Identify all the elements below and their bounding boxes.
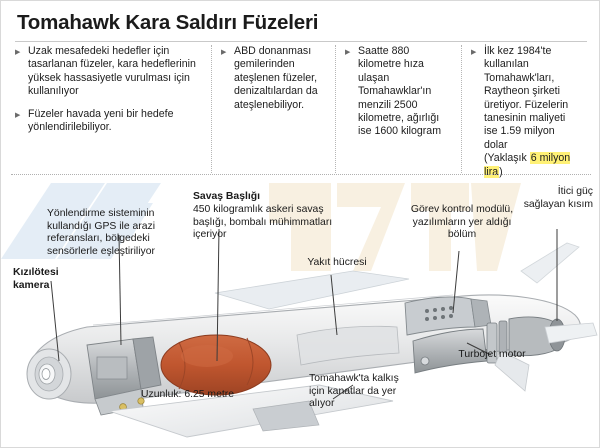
list-item: ▶ İlk kez 1984'te kullanılan Tomahawk'la… <box>471 45 581 179</box>
label-warhead-heading: Savaş Başlığı <box>193 191 261 202</box>
label-mission-control-module: Görev kontrol modülü, yazılımların yer a… <box>410 204 514 241</box>
fact-columns: ▶ Uzak mesafedeki hedefler için tasarlan… <box>15 45 589 178</box>
fact-text: Saatte 880 kilometre hıza ulaşan Tomahaw… <box>358 45 442 138</box>
label-turbojet-motor: Turbojet motor <box>458 349 526 360</box>
infrared-camera-assembly <box>26 348 72 400</box>
fact-column-purpose: ▶ Uzak mesafedeki hedefler için tasarlan… <box>15 45 211 173</box>
fact-text-main: İlk kez 1984'te kullanılan Tomahawk'ları… <box>484 45 569 151</box>
fact-text: ABD donanması gemilerinden ateşlenen füz… <box>234 45 318 111</box>
fact-column-history-cost: ▶ İlk kez 1984'te kullanılan Tomahawk'la… <box>461 45 589 178</box>
label-infrared-camera: Kızılötesi kamera <box>13 267 59 291</box>
bullet-icon: ▶ <box>15 111 21 119</box>
cost-note-suffix: ) <box>499 165 503 178</box>
bullet-icon: ▶ <box>345 49 351 56</box>
diagram-divider <box>11 174 591 175</box>
wing-far <box>214 270 410 310</box>
warhead <box>160 334 272 396</box>
list-item: ▶ Uzak mesafedeki hedefler için tasarlan… <box>15 45 203 99</box>
label-wings: Tomahawk'ta kalkış için kanatlar da yer … <box>309 373 399 410</box>
list-item: ▶ Saatte 880 kilometre hıza ulaşan Tomah… <box>345 45 453 139</box>
tail-fin-upper <box>520 242 580 284</box>
list-item: ▶ ABD donanması gemilerinden ateşlenen f… <box>221 45 327 112</box>
title-divider <box>15 41 587 42</box>
cost-note-prefix: (Yaklaşık <box>484 152 530 165</box>
fact-column-launch-platform: ▶ ABD donanması gemilerinden ateşlenen f… <box>211 45 335 173</box>
label-guidance-system: Yönlendirme sisteminin kullandığı GPS il… <box>47 208 156 257</box>
label-thruster: İtici güç sağlayan kısım <box>523 186 593 210</box>
fact-text: İlk kez 1984'te kullanılan Tomahawk'ları… <box>484 45 581 179</box>
bullet-icon: ▶ <box>15 49 21 56</box>
missile-diagram <box>1 175 599 447</box>
tail-fin-lower <box>494 350 530 392</box>
label-fuel-cell: Yakıt hücresi <box>307 257 367 268</box>
fuel-cell <box>296 325 400 366</box>
guidance-module <box>86 336 162 416</box>
tail-stabilizer <box>544 322 598 344</box>
list-item: ▶ Füzeler havada yeni bir hedefe yönlend… <box>15 108 203 135</box>
label-length: Uzunluk: 6.25 metre <box>141 389 234 400</box>
fact-column-performance: ▶ Saatte 880 kilometre hıza ulaşan Tomah… <box>335 45 461 173</box>
bullet-icon: ▶ <box>221 49 227 56</box>
fact-text: Uzak mesafedeki hedefler için tasarlanan… <box>28 45 196 98</box>
bullet-icon: ▶ <box>471 49 477 56</box>
page-title: Tomahawk Kara Saldırı Füzeleri <box>17 11 319 34</box>
label-warhead-detail: 450 kilogramlık askeri savaş başlığı, bo… <box>193 204 333 241</box>
fact-text: Füzeler havada yeni bir hedefe yönlendir… <box>28 107 174 134</box>
wing-near <box>108 384 394 438</box>
